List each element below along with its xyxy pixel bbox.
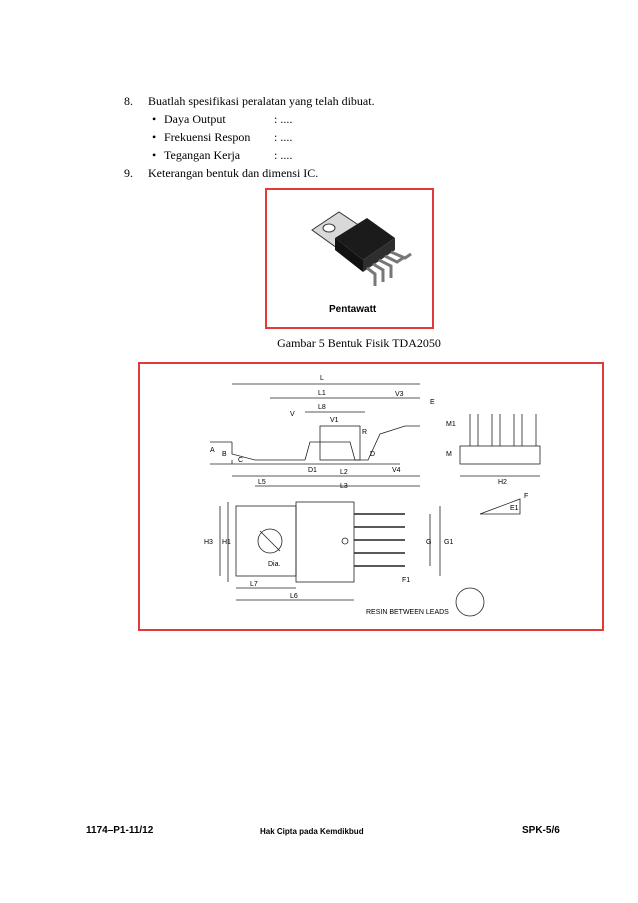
dim-label-H1: H1 [222,539,231,546]
footer-code: 1174–P1-11/12 [86,825,154,836]
package-label: Pentawatt [329,304,377,315]
dim-label-H3: H3 [204,539,213,546]
bullet-icon: • [152,148,157,162]
spec-item: • Tegangan Kerja : .... [124,146,375,164]
dim-label-L1: L1 [318,390,326,397]
resin-note: RESIN BETWEEN LEADS [366,609,449,616]
list-item-8: 8. Buatlah spesifikasi peralatan yang te… [124,92,375,110]
dim-label-L6: L6 [290,593,298,600]
dim-label-R: R [362,429,367,436]
footer-copyright: Hak Cipta pada Kemdikbud [260,827,364,836]
list-item-9: 9. Keterangan bentuk dan dimensi IC. [124,164,375,182]
spec-value: : .... [274,148,293,162]
side-view [210,383,420,487]
dim-label-L2: L2 [340,469,348,476]
spec-value: : .... [274,112,293,126]
dim-label-L8: L8 [318,404,326,411]
spec-label: Frekuensi Respon [164,130,251,144]
dim-label-L7: L7 [250,581,258,588]
dim-label-G: G [426,539,431,546]
spec-label: Tegangan Kerja [164,148,241,162]
package-photo-frame: Pentawatt [265,188,434,329]
bullet-icon: • [152,130,157,144]
dim-label-B: B [222,451,227,458]
bullet-icon: • [152,112,157,126]
dim-label-L5: L5 [258,479,266,486]
end-view [459,414,541,477]
dim-label-L3: L3 [340,483,348,490]
dimension-drawing-frame: L L1 L8 V1 V V3 E R D1 L2 D V4 A B C L5 … [138,362,604,631]
dim-label-C: C [238,457,243,464]
item-text: Keterangan bentuk dan dimensi IC. [148,166,319,180]
dim-label-E: E [430,399,435,406]
item-text: Buatlah spesifikasi peralatan yang telah… [148,94,375,108]
dim-label-E1: E1 [510,505,519,512]
top-view [219,498,521,617]
dim-label-M1: M1 [446,421,456,428]
dim-label-F1: F1 [402,577,410,584]
spec-item: • Daya Output : .... [124,110,375,128]
spec-item: • Frekuensi Respon : .... [124,128,375,146]
instruction-list: 8. Buatlah spesifikasi peralatan yang te… [124,92,375,182]
dim-label-L: L [320,375,324,382]
figure-caption: Gambar 5 Bentuk Fisik TDA2050 [277,336,441,350]
dim-label-V: V [290,411,295,418]
dim-label-V1: V1 [330,417,339,424]
dim-label-D1: D1 [308,467,317,474]
dim-label-V3: V3 [395,391,404,398]
dim-label-G1: G1 [444,539,453,546]
spec-value: : .... [274,130,293,144]
item-number: 8. [124,94,133,108]
dimension-drawing: L L1 L8 V1 V V3 E R D1 L2 D V4 A B C L5 … [204,375,541,617]
dim-label-Dia: Dia. [268,561,281,568]
dim-label-M: M [446,451,452,458]
item-number: 9. [124,166,133,180]
dim-label-F: F [524,493,528,500]
footer-page: SPK-5/6 [522,825,560,836]
spec-label: Daya Output [164,112,226,126]
dim-label-A: A [210,447,215,454]
pentawatt-package-image: Pentawatt [311,211,412,315]
dim-label-V4: V4 [392,467,401,474]
dim-label-H2: H2 [498,479,507,486]
dim-label-D: D [370,451,375,458]
